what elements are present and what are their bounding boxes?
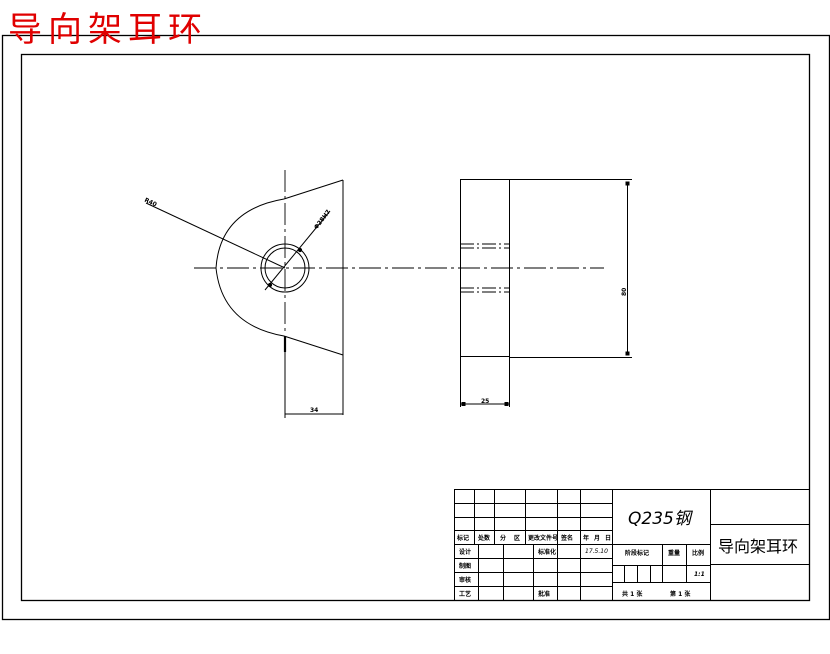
tb-scale-value: 1:1 <box>694 571 705 578</box>
tb-material: Q235钢 <box>628 509 694 529</box>
tb-review-label: 审核 <box>459 576 471 584</box>
tb-header-signature: 签名 <box>560 534 573 542</box>
tb-date: 17.5.10 <box>585 548 608 555</box>
side-view <box>460 179 632 407</box>
radius-dimension-label: R40 <box>143 197 158 209</box>
tb-design-label: 设计 <box>459 548 471 556</box>
tb-header-fen: 分 <box>500 534 506 542</box>
drawing-title-banner: 导向架耳环 <box>8 10 208 50</box>
tb-header-month: 月 <box>593 534 600 542</box>
diameter-leader <box>264 210 331 291</box>
tb-standardization-label: 标准化 <box>537 548 556 556</box>
tb-scale-label: 比例 <box>692 549 704 557</box>
tb-header-qu: 区 <box>514 534 520 542</box>
side-hub-rect <box>460 179 510 357</box>
inner-frame <box>20 53 811 602</box>
tb-part-name: 导向架耳环 <box>718 537 798 556</box>
radius-leader <box>145 202 286 269</box>
tb-approve-label: 批准 <box>538 590 550 598</box>
tb-process-label: 工艺 <box>459 590 471 598</box>
tb-header-day: 日 <box>605 535 611 542</box>
title-block <box>454 489 810 601</box>
tb-sheet-number: 第 1 张 <box>669 590 691 598</box>
tb-weight-label: 重量 <box>668 549 680 557</box>
tb-stage-mark-label: 阶段标记 <box>625 549 649 557</box>
tb-header-year: 年 <box>583 534 589 542</box>
tb-drawing-label: 制图 <box>459 562 471 570</box>
hole-dimension-label: Φ28H7 <box>313 209 332 231</box>
title-block-text: 标记 处数 分 区 更改文件号 签名 年 月 日 设计 标准化 17.5.10 … <box>456 509 798 598</box>
front-width-dimension: 34 <box>310 407 318 414</box>
tb-sheets-total: 共 1 张 <box>622 590 643 598</box>
front-view <box>145 170 604 418</box>
tb-header-change-doc: 更改文件号 <box>528 534 558 542</box>
side-width-dimension: 25 <box>481 398 489 405</box>
tb-header-mark: 标记 <box>456 534 469 542</box>
outer-frame <box>1 34 830 621</box>
part-outline <box>215 198 285 337</box>
tb-header-count: 处数 <box>477 534 491 542</box>
side-height-dimension: 80 <box>621 288 628 296</box>
